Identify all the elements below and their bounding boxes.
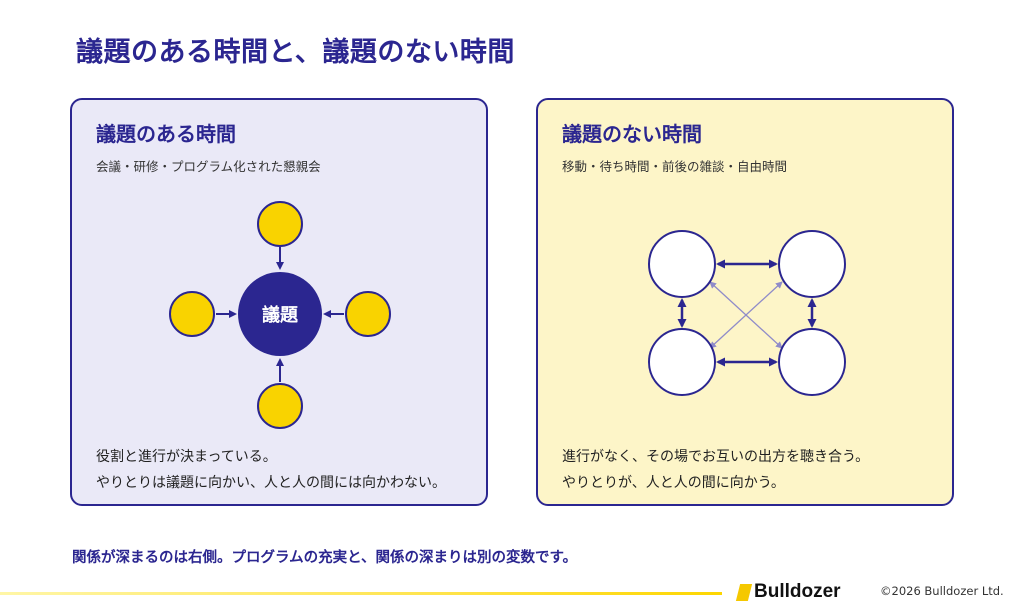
logo-text: Bulldozer bbox=[754, 581, 841, 602]
agenda-node-center bbox=[238, 272, 322, 356]
agenda-time-subtitle: 会議・研修・プログラム化された懇親会 bbox=[96, 159, 321, 174]
logo-mark-icon bbox=[735, 583, 753, 601]
agenda-time-description: 役割と進行が決まっている。 やりとりは議題に向かい、人と人の間には向かわない。 bbox=[96, 444, 446, 496]
no-agenda-time-subtitle: 移動・待ち時間・前後の雑談・自由時間 bbox=[562, 159, 788, 174]
participant-node-left bbox=[169, 291, 215, 337]
participant-node-bottom bbox=[257, 383, 303, 429]
link-diagonal-tr-bl bbox=[709, 281, 783, 349]
participant-node-right bbox=[345, 291, 391, 337]
person-node-bottom-right bbox=[778, 328, 846, 396]
person-node-top-left bbox=[648, 230, 716, 298]
agenda-node-label: 議題 bbox=[262, 304, 299, 326]
no-agenda-desc-line-2: やりとりが、人と人の間に向かう。 bbox=[562, 475, 785, 491]
no-agenda-time-description: 進行がなく、その場でお互いの出方を聴き合う。 やりとりが、人と人の間に向かう。 bbox=[562, 444, 869, 496]
agenda-diagram: 議題 bbox=[169, 201, 391, 429]
footer-accent-bar bbox=[0, 592, 722, 595]
person-node-top-right bbox=[778, 230, 846, 298]
participant-node-top bbox=[257, 201, 303, 247]
no-agenda-desc-line-1: 進行がなく、その場でお互いの出方を聴き合う。 bbox=[562, 449, 870, 465]
no-agenda-diagram bbox=[648, 230, 846, 396]
agenda-desc-line-1: 役割と進行が決まっている。 bbox=[96, 449, 277, 465]
agenda-time-title: 議題のある時間 bbox=[96, 122, 236, 146]
bulldozer-logo: Bulldozer bbox=[735, 580, 841, 604]
copyright-text: ©2026 Bulldozer Ltd. bbox=[880, 584, 1004, 598]
footer-note: 関係が深まるのは右側。プログラムの充実と、関係の深まりは別の変数です。 bbox=[72, 550, 578, 566]
agenda-desc-line-2: やりとりは議題に向かい、人と人の間には向かわない。 bbox=[96, 475, 446, 491]
no-agenda-time-title: 議題のない時間 bbox=[562, 122, 702, 146]
page-title: 議題のある時間と、議題のない時間 bbox=[76, 37, 515, 68]
agenda-time-panel: 議題のある時間 会議・研修・プログラム化された懇親会 議題 役割と進行が決まって… bbox=[70, 98, 488, 506]
no-agenda-time-panel: 議題のない時間 移動・待ち時間・前後の雑談・自由時間 進行がなく、その場でお互い… bbox=[536, 98, 954, 506]
person-node-bottom-left bbox=[648, 328, 716, 396]
